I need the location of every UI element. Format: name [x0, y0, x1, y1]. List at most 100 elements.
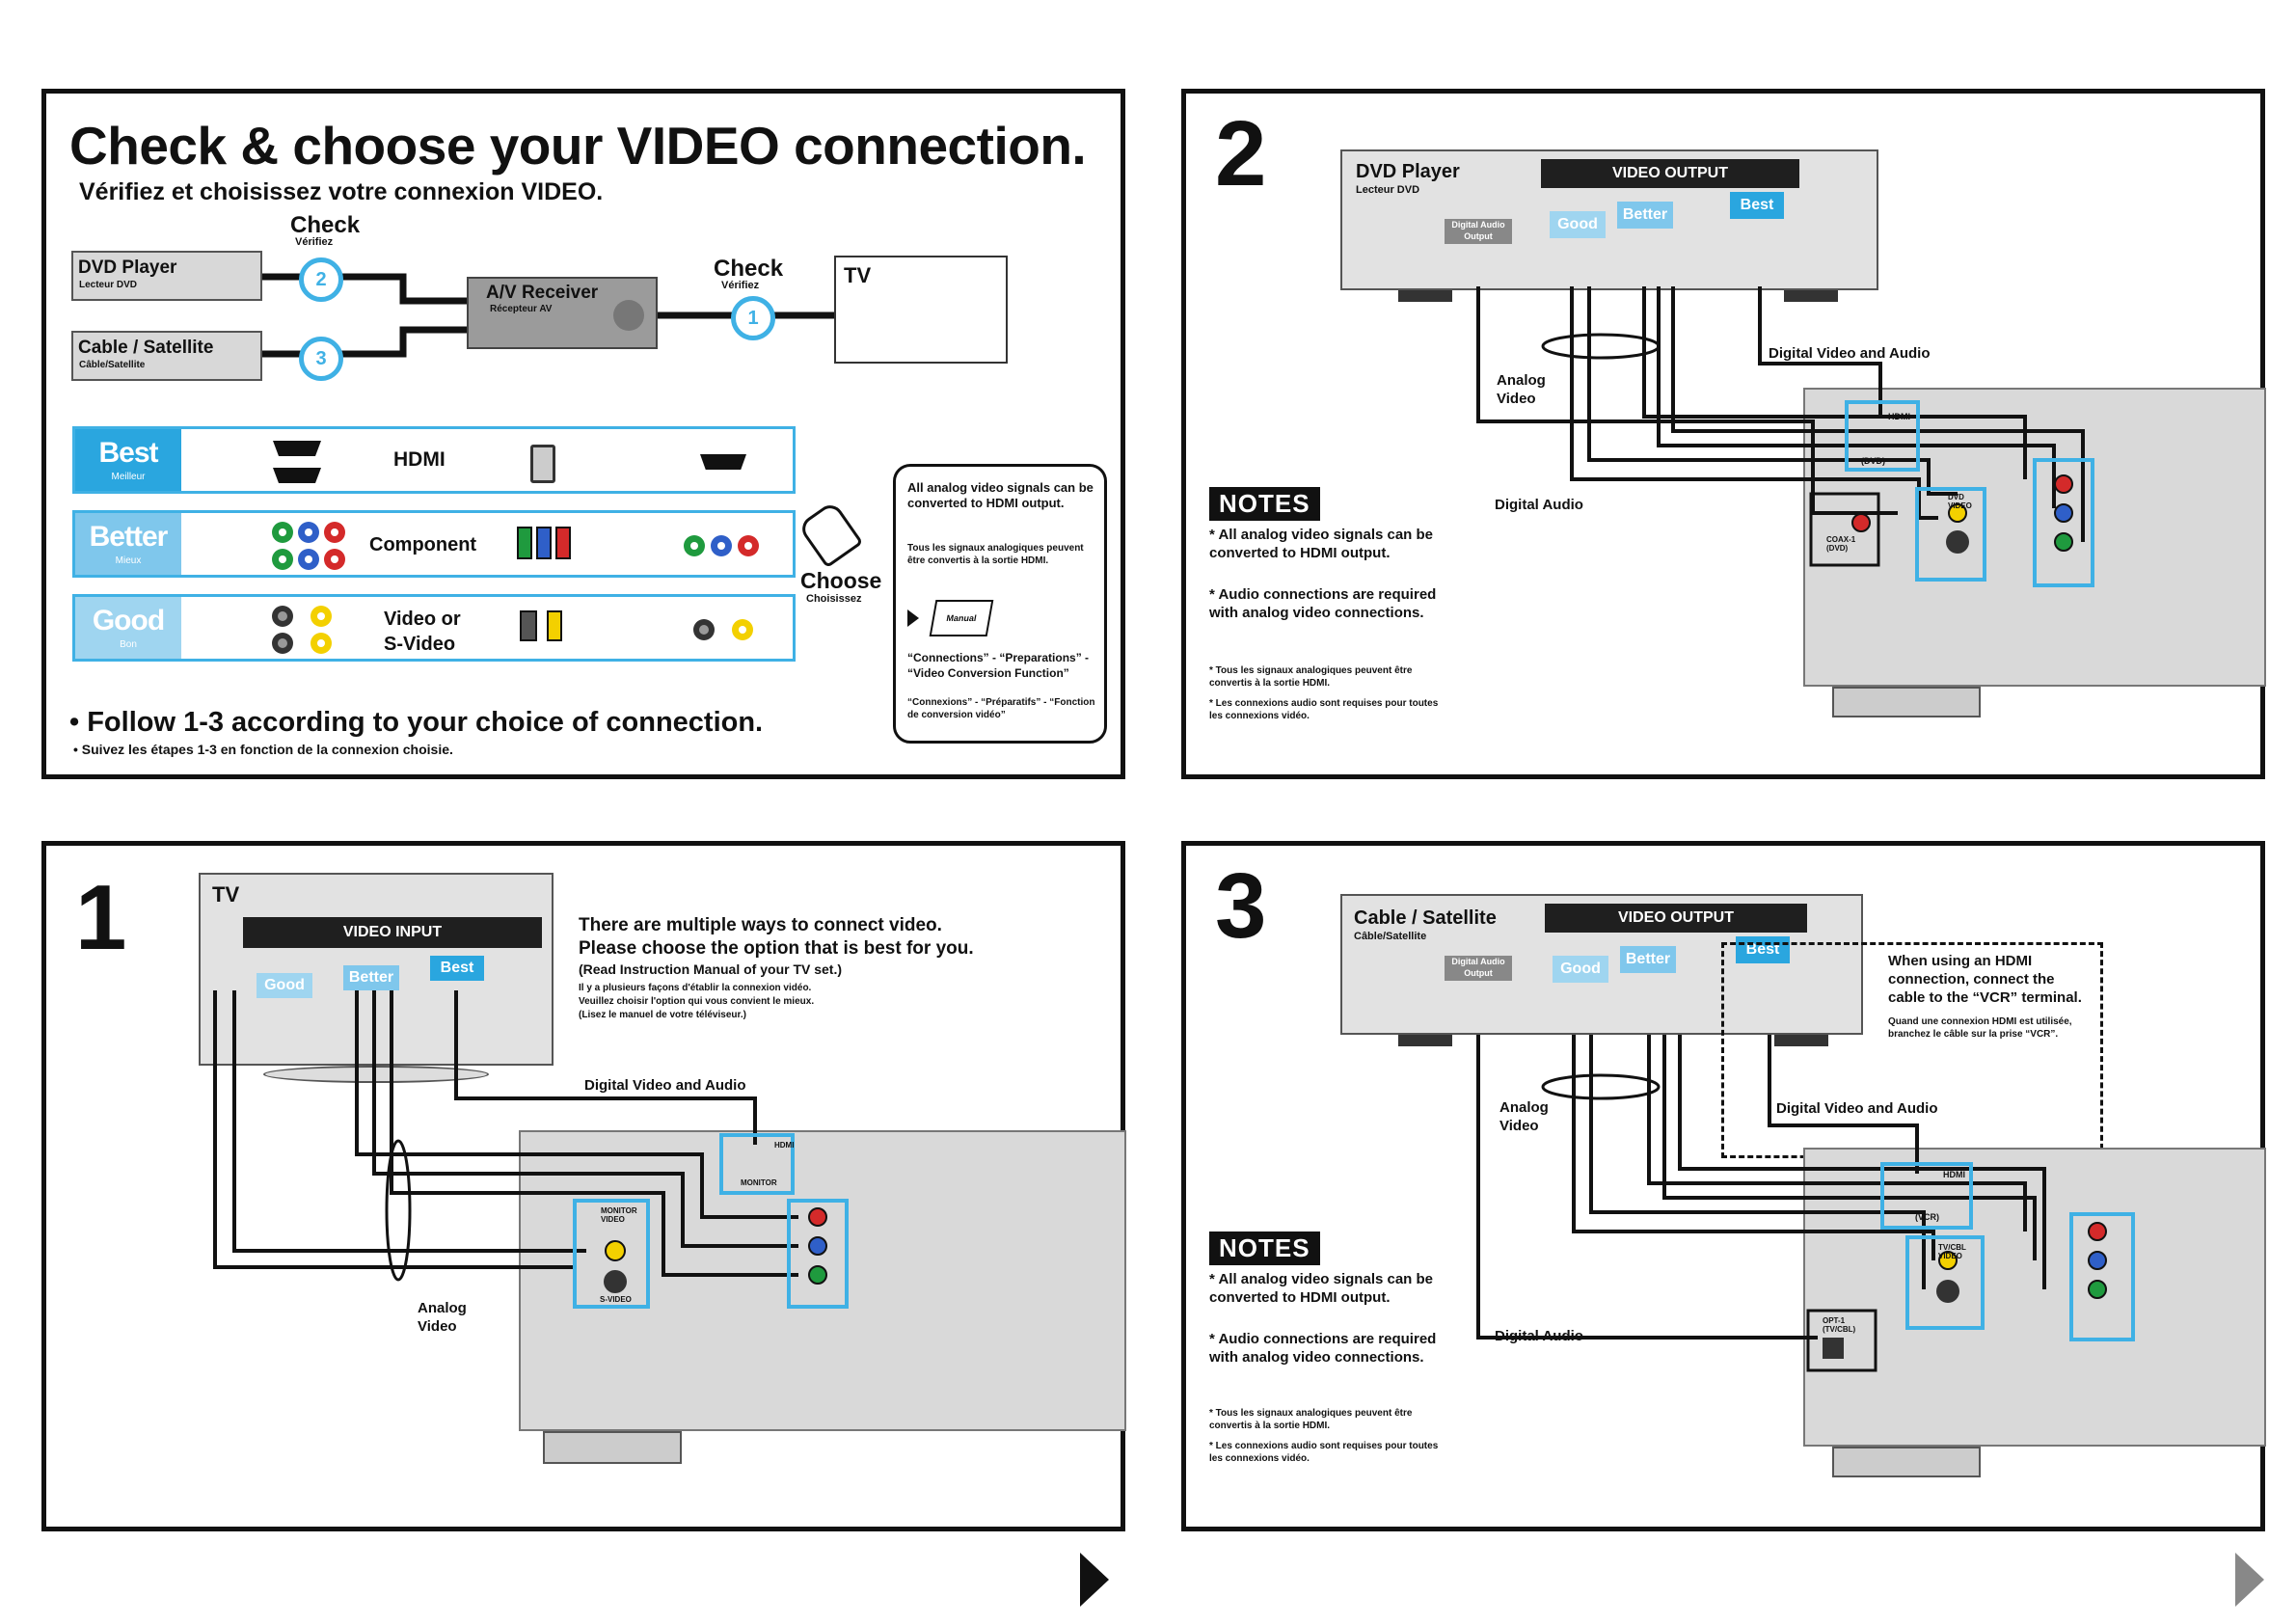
av-receiver-label-fr: Récepteur AV — [490, 304, 553, 314]
note-1-fr: * Tous les signaux analogiques peuvent ê… — [1209, 665, 1413, 689]
hdmi-in-label: HDMI — [1943, 1170, 1965, 1179]
tier-best-name: Best — [98, 437, 158, 469]
step-2-marker: 2 — [299, 257, 343, 302]
digital-video-audio-label: Digital Video and Audio — [1769, 345, 1931, 362]
svideo-plugs-icon — [520, 610, 562, 641]
cable-device-label: Cable / Satellite — [1354, 907, 1497, 929]
cable-satellite-box: Cable / Satellite Câble/Satellite — [71, 331, 262, 381]
hdmi-out-label: HDMI — [774, 1141, 795, 1150]
tvcbl-video-label: TV/CBL VIDEO — [1938, 1243, 1966, 1260]
analog-video-label: Analog Video — [418, 1300, 467, 1335]
component-port-icon — [684, 535, 759, 556]
tier-good-name-fr: Bon — [120, 639, 137, 650]
note-2: * Audio connections are required with an… — [1209, 586, 1437, 621]
analog-video-label: Analog Video — [1497, 372, 1546, 407]
coax-label: COAX-1 (DVD) — [1826, 535, 1856, 553]
cable-device-label-fr: Câble/Satellite — [1354, 931, 1427, 942]
tier-better-name: Better — [89, 521, 169, 553]
better-tag: Better — [343, 965, 399, 990]
dvd-player-label: DVD Player — [78, 257, 177, 278]
component-jacks-icon — [272, 522, 345, 570]
hdmi-plug-icon — [530, 445, 555, 483]
intro-fr-3: (Lisez le manuel de votre téléviseur.) — [579, 1010, 746, 1020]
choose-label: Choose — [800, 568, 882, 593]
step-3-number: 3 — [1215, 854, 1267, 958]
page-subtitle: Vérifiez et choisissez votre connexion V… — [79, 178, 604, 205]
check-label: Check — [290, 212, 361, 238]
manual-callout: All analog video signals can be converte… — [893, 464, 1107, 744]
device-foot — [1774, 1035, 1828, 1046]
av-receiver-box: A/V Receiver Récepteur AV — [467, 277, 658, 349]
svideo-port-icon — [693, 619, 753, 640]
check2-label: Check — [714, 256, 784, 282]
step-1-panel: 1 TV VIDEO INPUT Good Better Best There … — [41, 841, 1126, 1531]
dvd-device-label: DVD Player — [1356, 161, 1460, 182]
page-title: Check & choose your VIDEO connection. — [69, 116, 1087, 176]
step-3-cables — [1476, 1035, 2135, 1372]
good-tag: Good — [1553, 956, 1608, 983]
note-1: * All analog video signals can be conver… — [1209, 1271, 1434, 1306]
check-sub: Vérifiez — [295, 236, 334, 248]
step-1-cables — [213, 990, 849, 1309]
receiver-foot — [543, 1431, 682, 1464]
av-receiver-label: A/V Receiver — [486, 283, 599, 303]
good-tag: Good — [257, 973, 312, 998]
receiver-foot — [1832, 687, 1981, 717]
dvd-player-label-fr: Lecteur DVD — [79, 280, 138, 290]
intro-fr-1: Il y a plusieurs façons d'établir la con… — [579, 983, 812, 993]
intro-line-2: Please choose the option that is best fo… — [579, 938, 974, 959]
digital-audio-output-tag: Digital Audio Output — [1445, 956, 1512, 981]
tier-better-connector: Component — [369, 534, 477, 555]
tier-good-name: Good — [92, 605, 165, 636]
digital-video-audio-label: Digital Video and Audio — [584, 1077, 746, 1094]
digital-audio-label: Digital Audio — [1495, 1328, 1583, 1344]
manual-book-icon: Manual — [929, 600, 994, 636]
analog-video-label: Analog Video — [1499, 1099, 1549, 1134]
cable-satellite-label-fr: Câble/Satellite — [79, 360, 146, 370]
opt-label: OPT-1 (TV/CBL) — [1823, 1316, 1856, 1334]
step-2-number: 2 — [315, 269, 327, 290]
manual-book-label: Manual — [945, 613, 978, 623]
hdmi-in-sub: (DVD) — [1861, 456, 1885, 466]
tier-better-row: Better Mieux Component — [72, 510, 796, 578]
manual-note: All analog video signals can be converte… — [907, 480, 1094, 510]
note-1-fr: * Tous les signaux analogiques peuvent ê… — [1209, 1408, 1413, 1431]
next-page-arrow-icon-light[interactable] — [2235, 1553, 2264, 1607]
manual-note-fr: Tous les signaux analogiques peuvent êtr… — [907, 543, 1084, 566]
tv-box: TV — [834, 256, 1008, 364]
hdmi-note-fr: Quand une connexion HDMI est utilisée, b… — [1888, 1016, 2072, 1040]
play-arrow-icon — [907, 609, 919, 627]
hdmi-in-sub: (VCR) — [1915, 1212, 1939, 1222]
intro-line-3: (Read Instruction Manual of your TV set.… — [579, 961, 843, 977]
manual-refs-fr: “Connexions” - “Préparatifs” - “Fonction… — [907, 697, 1095, 720]
better-tag: Better — [1620, 946, 1676, 973]
step-1-number: 1 — [747, 308, 759, 329]
check2-sub: Vérifiez — [721, 280, 760, 291]
video-input-header: VIDEO INPUT — [243, 917, 542, 948]
next-page-arrow-icon[interactable] — [1080, 1553, 1109, 1607]
hdmi-port-icon — [700, 454, 746, 470]
step-1-marker: 1 — [731, 296, 775, 340]
tv-label: TV — [844, 263, 872, 287]
tier-good-label: Good Bon — [75, 597, 181, 659]
intro-line-1: There are multiple ways to connect video… — [579, 915, 942, 935]
tier-best-row: Best Meilleur HDMI — [72, 426, 796, 494]
device-foot — [1398, 290, 1452, 302]
tier-better-name-fr: Mieux — [115, 555, 142, 566]
digital-video-audio-label: Digital Video and Audio — [1776, 1100, 1938, 1117]
monitor-label: MONITOR — [741, 1178, 777, 1187]
overview-panel: Check & choose your VIDEO connection. Vé… — [41, 89, 1125, 779]
best-tag: Best — [1736, 936, 1790, 963]
tier-best-connector: HDMI — [393, 448, 446, 471]
s-video-label: S-VIDEO — [600, 1295, 632, 1304]
best-tag: Best — [430, 956, 484, 981]
tier-best-label: Best Meilleur — [75, 429, 181, 491]
dvd-device-label-fr: Lecteur DVD — [1356, 184, 1420, 196]
device-foot — [1398, 1035, 1452, 1046]
best-tag: Best — [1730, 192, 1784, 219]
step-1-number: 1 — [75, 866, 127, 969]
step-3-panel: 3 Cable / Satellite Câble/Satellite VIDE… — [1181, 841, 2266, 1531]
video-output-header: VIDEO OUTPUT — [1545, 904, 1807, 933]
note-2-fr: * Les connexions audio sont requises pou… — [1209, 1441, 1439, 1464]
notes-title: NOTES — [1209, 487, 1320, 521]
